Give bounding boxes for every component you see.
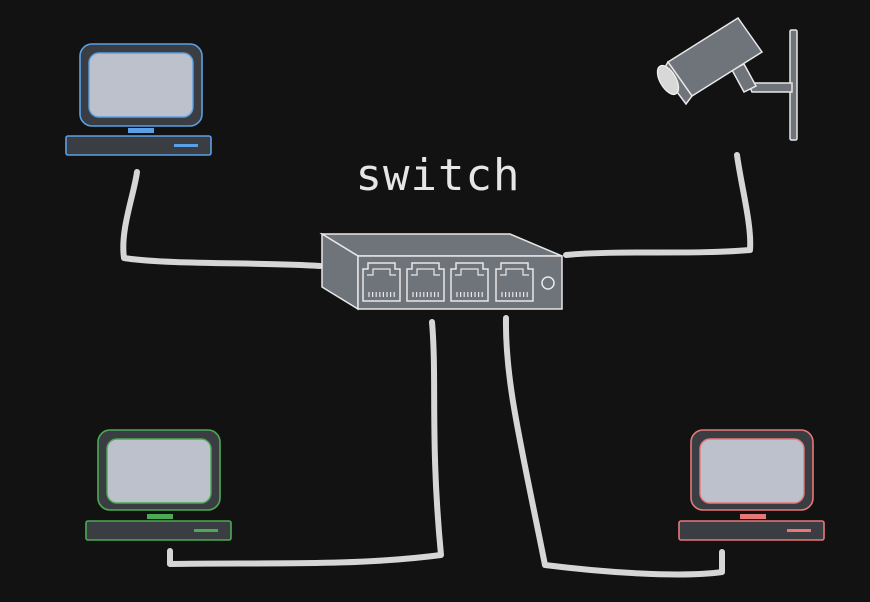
cables bbox=[120, 152, 754, 578]
monitor-screen bbox=[699, 438, 805, 504]
security-camera-icon bbox=[656, 16, 798, 141]
monitor-stand bbox=[147, 514, 173, 519]
monitor-screen bbox=[106, 438, 212, 504]
monitor-stand bbox=[740, 514, 766, 519]
computer-base bbox=[678, 520, 825, 541]
computer-base bbox=[65, 135, 212, 156]
drive-slot bbox=[194, 529, 218, 532]
cable-camera bbox=[563, 152, 754, 258]
switch-top-face bbox=[319, 233, 563, 257]
switch-label: switch bbox=[356, 150, 521, 201]
drive-slot bbox=[174, 144, 198, 147]
computer-bottom-left bbox=[85, 429, 232, 541]
switch-ports bbox=[362, 262, 534, 302]
cable-bottom-right-computer bbox=[502, 315, 725, 578]
drive-slot bbox=[787, 529, 811, 532]
cable-bottom-left-computer bbox=[167, 319, 444, 567]
desktop-computer-icon bbox=[65, 43, 212, 156]
desktop-computer-icon bbox=[85, 429, 232, 541]
ethernet-port-icon bbox=[495, 262, 534, 302]
ethernet-port-icon bbox=[406, 262, 445, 302]
computer-bottom-right bbox=[678, 429, 825, 541]
ethernet-port-icon bbox=[362, 262, 401, 302]
switch-power-indicator bbox=[541, 276, 555, 290]
computer-top-left bbox=[65, 43, 212, 156]
monitor-screen bbox=[88, 52, 194, 118]
desktop-computer-icon bbox=[678, 429, 825, 541]
monitor-stand bbox=[128, 128, 154, 133]
computer-base bbox=[85, 520, 232, 541]
network-switch-icon bbox=[319, 232, 563, 311]
camera-lens bbox=[656, 64, 680, 96]
ethernet-port-icon bbox=[450, 262, 489, 302]
cable-top-left-computer bbox=[120, 169, 323, 269]
